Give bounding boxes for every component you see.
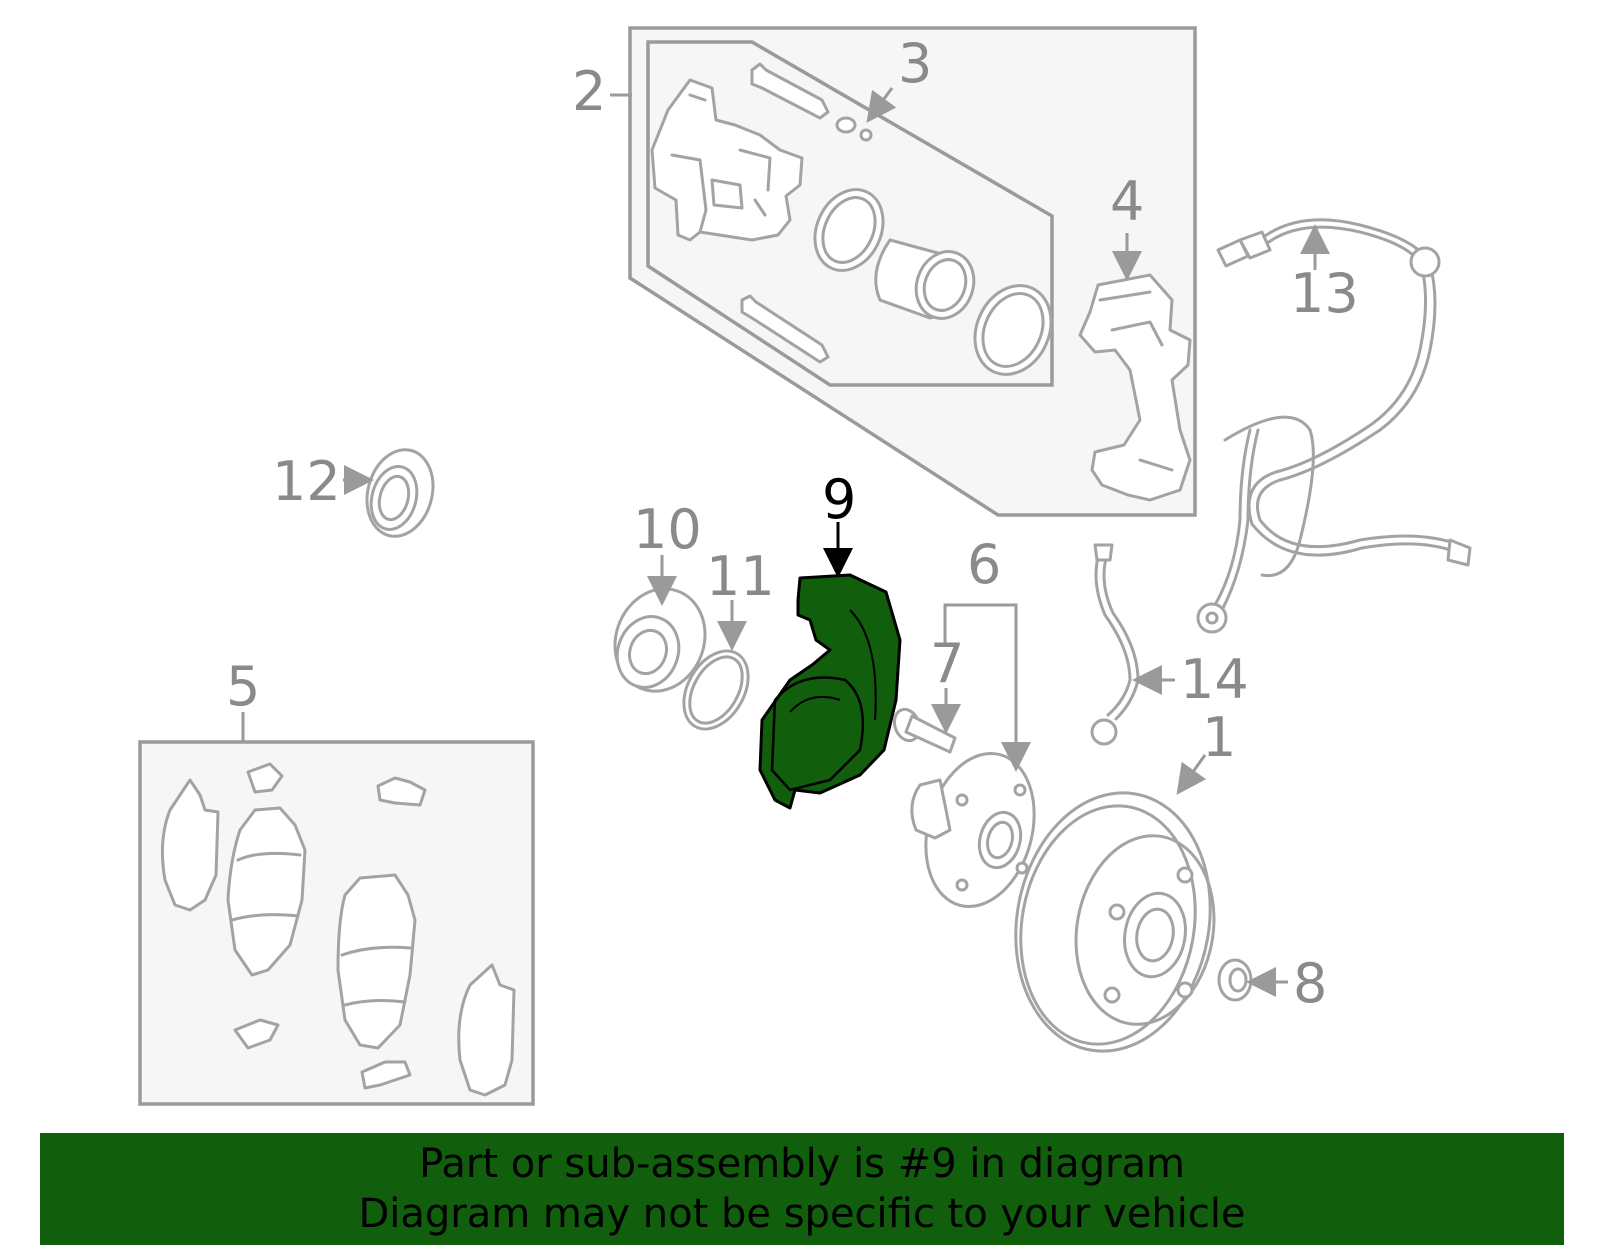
callout-12[interactable]: 12	[272, 450, 341, 513]
footer-line-1: Part or sub-assembly is #9 in diagram	[419, 1141, 1185, 1187]
footer-banner: Part or sub-assembly is #9 in diagram Di…	[40, 1133, 1564, 1245]
callout-labels: 1 2 3 4 5 6 7 8 9 10 11 12 13 14	[226, 32, 1359, 1015]
piston-seal	[813, 188, 885, 272]
seal	[365, 448, 435, 538]
callout-13[interactable]: 13	[1290, 262, 1359, 325]
caliper-housing	[650, 78, 804, 242]
callout-6[interactable]: 6	[967, 533, 1001, 596]
callout-9[interactable]: 9	[822, 468, 856, 531]
callout-14[interactable]: 14	[1180, 648, 1249, 711]
callout-3[interactable]: 3	[898, 32, 932, 95]
callout-5[interactable]: 5	[226, 655, 260, 718]
callout-11[interactable]: 11	[706, 545, 775, 608]
hub-bearing	[613, 587, 707, 693]
caliper-bracket	[1078, 273, 1192, 502]
callout-8[interactable]: 8	[1293, 952, 1327, 1015]
abs-sensor-harness	[1196, 218, 1472, 634]
guide-pin-upper	[750, 62, 830, 120]
callout-4[interactable]: 4	[1110, 170, 1144, 233]
leader-lines	[241, 87, 1330, 997]
callout-2[interactable]: 2	[572, 60, 606, 123]
dust-boot	[973, 284, 1053, 376]
bushing-small	[835, 116, 873, 142]
callout-10[interactable]: 10	[633, 498, 702, 561]
splash-shield[interactable]	[758, 573, 902, 810]
brake-pads	[160, 762, 516, 1097]
hub-nut	[1217, 958, 1253, 1002]
brake-rotor	[1014, 791, 1216, 1053]
wheel-hub	[910, 751, 1036, 909]
callout-7[interactable]: 7	[930, 632, 964, 695]
brake-hose	[1090, 543, 1140, 746]
guide-pin-lower	[740, 294, 830, 364]
callout-1[interactable]: 1	[1202, 706, 1236, 769]
footer-line-2: Diagram may not be specific to your vehi…	[358, 1191, 1246, 1237]
piston	[874, 238, 976, 320]
snap-ring	[682, 649, 750, 731]
